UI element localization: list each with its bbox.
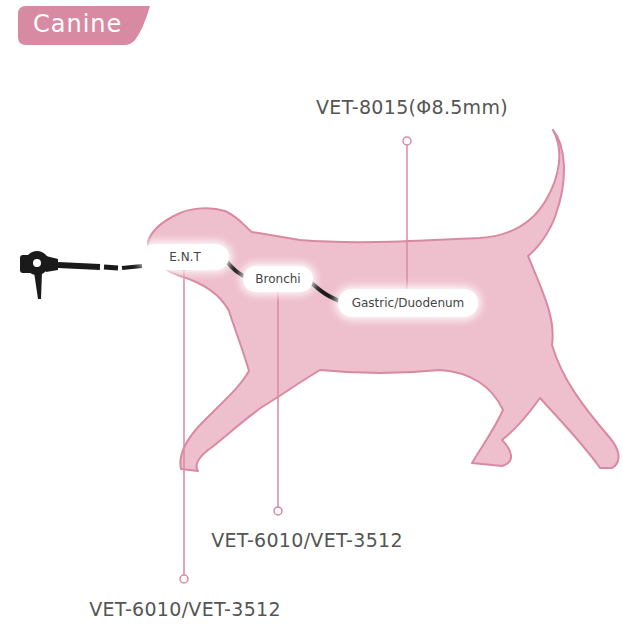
site-pill: Gastric/Duodenum	[338, 289, 478, 317]
endoscope-tube	[58, 265, 142, 268]
dog-silhouette	[148, 130, 619, 471]
site-pill: Bronchi	[243, 266, 313, 292]
site-name: Gastric/Duodenum	[352, 296, 465, 310]
title-tab	[18, 6, 150, 45]
site-name: E.N.T	[169, 250, 201, 264]
site-pill: E.N.T	[141, 244, 229, 270]
endoscope-handle	[20, 251, 58, 299]
model-label: VET-8015(Φ8.5mm)	[316, 96, 508, 118]
model-label: VET-6010/VET-3512	[211, 529, 403, 551]
model-label: VET-6010/VET-3512	[89, 598, 281, 620]
leader-lines	[180, 137, 411, 583]
site-name: Bronchi	[255, 272, 300, 286]
title-text: Canine	[33, 10, 122, 38]
